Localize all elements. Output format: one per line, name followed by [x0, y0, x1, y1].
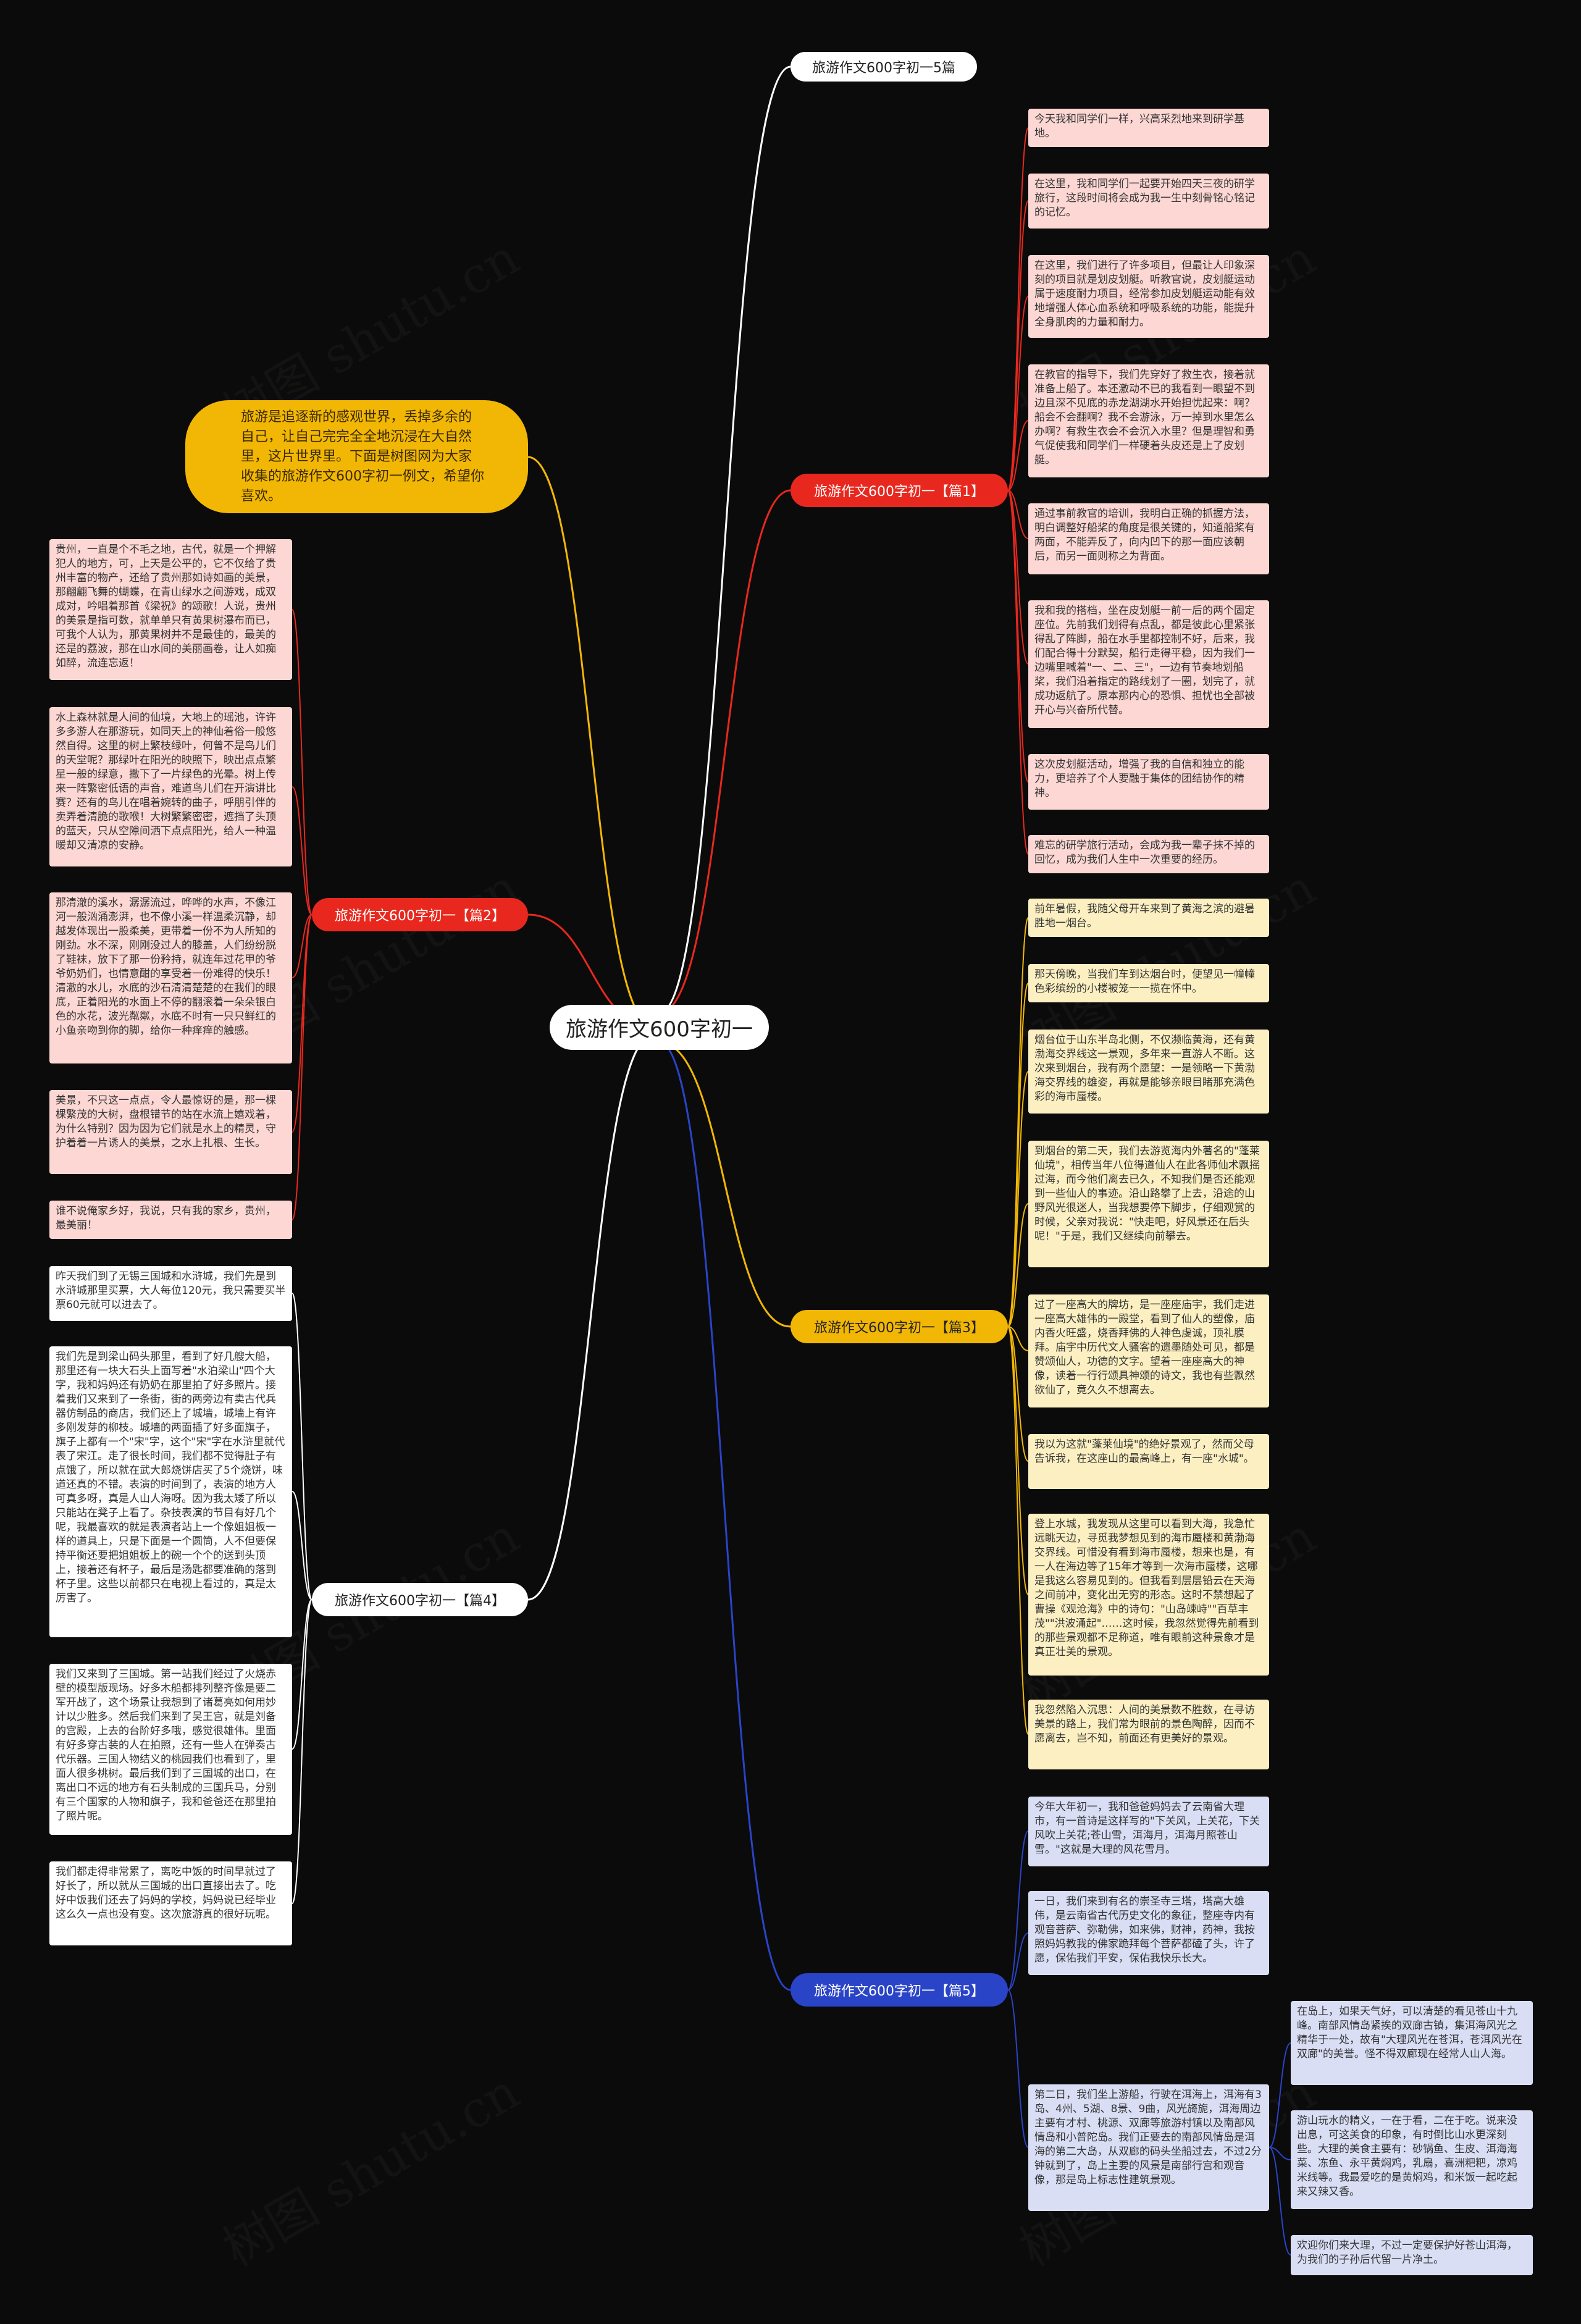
connector-line — [527, 456, 654, 1028]
connector-line — [1007, 1326, 1029, 1735]
leaf-node[interactable]: 通过事前教官的培训，我明白正确的抓握方法，明白调整好船桨的角度是很关键的，知道船… — [1028, 503, 1269, 574]
leaf-node[interactable]: 第二日，我们坐上游船，行驶在洱海上，洱海有3岛、4州、5湖、8景、9曲，风光旖旎… — [1028, 2084, 1269, 2211]
leaf-node[interactable]: 难忘的研学旅行活动，会成为我一辈子抹不掉的回忆，成为我们人生中一次重要的经历。 — [1028, 835, 1269, 873]
branch-node-summary[interactable]: 旅游作文600字初一5篇 — [790, 52, 977, 82]
connector-line — [1007, 200, 1029, 491]
leaf-node[interactable]: 我们又来到了三国城。第一站我们经过了火烧赤壁的模型版现场。好多木船都排列整齐像是… — [49, 1664, 292, 1835]
connector-line — [659, 1041, 791, 1328]
intro-node[interactable]: 旅游是追逐新的感观世界，丢掉多余的自己，让自己完完全全地沉浸在大自然里，这片世界… — [185, 400, 528, 513]
leaf-node[interactable]: 在这里，我和同学们一起要开始四天三夜的研学旅行，这段时间将会成为我一生中刻骨铭心… — [1028, 174, 1269, 229]
connector-line — [1007, 296, 1029, 491]
connector-line — [1007, 490, 1029, 855]
connector-line — [1269, 2147, 1291, 2160]
connector-line — [1007, 1932, 1029, 1991]
connector-line — [291, 786, 312, 915]
connector-line — [291, 609, 312, 915]
connector-line — [291, 1599, 312, 1904]
leaf-node[interactable]: 谁不说俺家乡好，我说，只有我的家乡，贵州，最美丽！ — [49, 1201, 292, 1239]
connector-line — [527, 1034, 654, 1601]
leaf-node[interactable]: 那天傍晚，当我们车到达烟台时，便望见一幢幢色彩缤纷的小楼被笼一一揽在怀中。 — [1028, 964, 1269, 1002]
branch-node-essay-3[interactable]: 旅游作文600字初一【篇3】 — [790, 1310, 1008, 1343]
leaf-node[interactable]: 我们先是到梁山码头那里，看到了好几艘大船，那里还有一块大石头上面写着"水泊梁山"… — [49, 1346, 292, 1637]
leaf-node[interactable]: 烟台位于山东半岛北侧，不仅濒临黄海，还有黄渤海交界线这一景观，多年来一直游人不断… — [1028, 1030, 1269, 1114]
leaf-node[interactable]: 一日，我们来到有名的崇圣寺三塔，塔高大雄伟，是云南省古代历史文化的象征，整座寺内… — [1028, 1891, 1269, 1975]
leaf-node[interactable]: 贵州，一直是个不毛之地，古代，就是一个押解犯人的地方，可，上天是公平的，它不仅给… — [49, 539, 292, 680]
leaf-node[interactable]: 我们都走得非常累了，离吃中饭的时间早就过了好长了，所以就从三国城的出口直接出去了… — [49, 1861, 292, 1945]
connector-line — [1007, 127, 1029, 491]
leaf-node[interactable]: 我忽然陷入沉思：人间的美景数不胜数，在寻访美景的路上，我们常为眼前的景色陶醉，因… — [1028, 1700, 1269, 1769]
leaf-node[interactable]: 我和我的搭档，坐在皮划艇一前一后的两个固定座位。先前我们划得有点乱，都是彼此心里… — [1028, 600, 1269, 728]
connector-line — [1007, 1203, 1029, 1327]
connector-line — [1007, 1831, 1029, 1991]
leaf-node[interactable]: 欢迎你们来大理，不过一定要保护好苍山洱海，为我们的子孙后代留一片净土。 — [1291, 2235, 1533, 2275]
connector-line — [1007, 1326, 1029, 1351]
leaf-node[interactable]: 今天我和同学们一样，兴高采烈地来到研学基地。 — [1028, 109, 1269, 147]
leaf-node[interactable]: 昨天我们到了无锡三国城和水浒城，我们先是到水浒城那里买票，大人每位120元，我只… — [49, 1266, 292, 1321]
leaf-node[interactable]: 过了一座高大的牌坊，是一座座庙宇，我们走进一座高大雄伟的一殿堂，看到了仙人的塑像… — [1028, 1294, 1269, 1407]
connector-line — [1007, 1326, 1029, 1595]
branch-node-essay-1[interactable]: 旅游作文600字初一【篇1】 — [790, 474, 1008, 507]
leaf-node[interactable]: 游山玩水的精义，一在于看，二在于吃。说来没出息，可这美食的印象，有时倒比山水更深… — [1291, 2110, 1533, 2209]
connector-line — [659, 1041, 791, 1991]
leaf-node[interactable]: 水上森林就是人间的仙境，大地上的瑶池，许许多多游人在那游玩，如同天上的神仙着俗一… — [49, 707, 292, 866]
intro-text: 旅游是追逐新的感观世界，丢掉多余的自己，让自己完完全全地沉浸在大自然里，这片世界… — [241, 409, 484, 504]
connector-line — [1269, 2042, 1291, 2148]
branch-node-essay-4[interactable]: 旅游作文600字初一【篇4】 — [312, 1583, 528, 1616]
leaf-node[interactable]: 在这里，我们进行了许多项目，但最让人印象深刻的项目就是划皮划艇。听教官说，皮划艇… — [1028, 255, 1269, 338]
leaf-node[interactable]: 登上水城，我发现从这里可以看到大海，我急忙远眺天边，寻觅我梦想见到的海市蜃楼和黄… — [1028, 1514, 1269, 1676]
leaf-node[interactable]: 在教官的指导下，我们先穿好了救生衣，接着就准备上船了。本还激动不已的我看到一眼望… — [1028, 364, 1269, 477]
leaf-node[interactable]: 那清澈的溪水，潺潺流过，哗哗的水声，不像江河一般汹涌澎湃，也不像小溪一样温柔沉静… — [49, 892, 292, 1063]
leaf-node[interactable]: 在岛上，如果天气好，可以清楚的看见苍山十九峰。南部风情岛紧挨的双廊古镇，集洱海风… — [1291, 2001, 1533, 2085]
connector-line — [1007, 490, 1029, 539]
connector-line — [1007, 420, 1029, 491]
leaf-node[interactable]: 到烟台的第二天，我们去游览海内外著名的"蓬莱仙境"，相传当年八位得道仙人在此各师… — [1028, 1141, 1269, 1267]
leaf-node[interactable]: 前年暑假，我随父母开车来到了黄海之滨的避暑胜地一烟台。 — [1028, 899, 1269, 937]
connector-line — [1007, 490, 1029, 665]
connector-line — [1007, 1071, 1029, 1327]
connector-line — [659, 65, 791, 1014]
connector-line — [291, 1293, 312, 1600]
root-node[interactable]: 旅游作文600字初一 — [550, 1005, 769, 1050]
connector-line — [291, 914, 312, 978]
branch-node-essay-2[interactable]: 旅游作文600字初一【篇2】 — [312, 898, 528, 931]
connector-line — [291, 1491, 312, 1600]
connector-line — [1007, 1989, 1029, 2148]
leaf-node[interactable]: 我以为这就"蓬莱仙境"的绝好景观了，然而父母告诉我，在这座山的最高峰上，有一座"… — [1028, 1434, 1269, 1489]
leaf-node[interactable]: 今年大年初一，我和爸爸妈妈去了云南省大理市，有一首诗是这样写的"下关风，上关花，… — [1028, 1797, 1269, 1866]
connector-line — [659, 489, 791, 1014]
connector-line — [291, 1599, 312, 1750]
connector-line — [1007, 490, 1029, 782]
connector-line — [1007, 1326, 1029, 1462]
branch-node-essay-5[interactable]: 旅游作文600字初一【篇5】 — [790, 1973, 1008, 2007]
connector-line — [291, 914, 312, 1220]
connector-line — [1269, 2147, 1291, 2255]
leaf-node[interactable]: 这次皮划艇活动，增强了我的自信和独立的能力，更培养了个人要融于集体的团结协作的精… — [1028, 754, 1269, 810]
connector-line — [1007, 983, 1029, 1327]
leaf-node[interactable]: 美景，不只这一点点，令人最惊讶的是，那一棵棵繁茂的大树，盘根错节的站在水流上嬉戏… — [49, 1090, 292, 1174]
